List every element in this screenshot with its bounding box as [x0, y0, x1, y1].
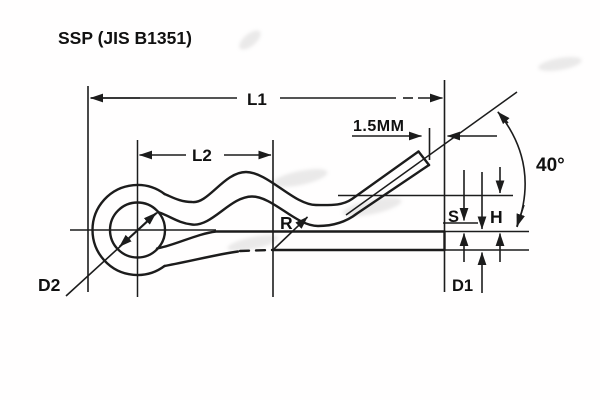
dimension-tip-gap: 1.5MM — [352, 118, 497, 160]
s-label: S — [448, 208, 459, 226]
upper-prong-bottom-edge — [156, 163, 431, 228]
l2-label: L2 — [192, 146, 212, 165]
dimension-l2: L2 — [139, 140, 274, 297]
h-label: H — [490, 207, 503, 227]
reference-lines — [70, 91, 529, 297]
radius-leader-arrow — [273, 216, 309, 250]
lower-prong-bottom-edge — [163, 250, 240, 268]
page-title: SSP (JIS B1351) — [58, 28, 192, 48]
watermark-smudges — [227, 30, 582, 251]
d2-label: D2 — [38, 275, 61, 295]
pin-outline — [91, 150, 446, 277]
dimension-eye-diameter: D2 — [38, 210, 160, 297]
dimension-l1: L1 — [87, 80, 446, 292]
tip-gap-label: 1.5MM — [353, 118, 404, 135]
bend-angle-extension-line — [345, 91, 518, 216]
radius-label: R — [280, 213, 293, 233]
lower-prong-top-edge — [155, 230, 446, 250]
dimension-bend-angle: 40° — [497, 111, 565, 228]
d1-label: D1 — [452, 277, 473, 295]
bend-angle-label: 40° — [536, 155, 565, 176]
angle-arrow-bottom — [516, 204, 525, 227]
angle-arrow-top — [497, 111, 510, 125]
dimension-wave-radius: R — [273, 213, 309, 250]
upper-prong-top-edge — [163, 150, 420, 207]
dimension-wire-diameter: D1 — [452, 172, 487, 295]
d2-arrow-ne — [136, 212, 157, 231]
d2-arrow-sw — [118, 229, 139, 248]
dimension-end-height: H — [490, 167, 505, 262]
dimension-prong-gap: S — [448, 170, 469, 262]
lower-prong-bottom-edge-dashed — [238, 248, 273, 253]
l1-label: L1 — [247, 90, 267, 109]
